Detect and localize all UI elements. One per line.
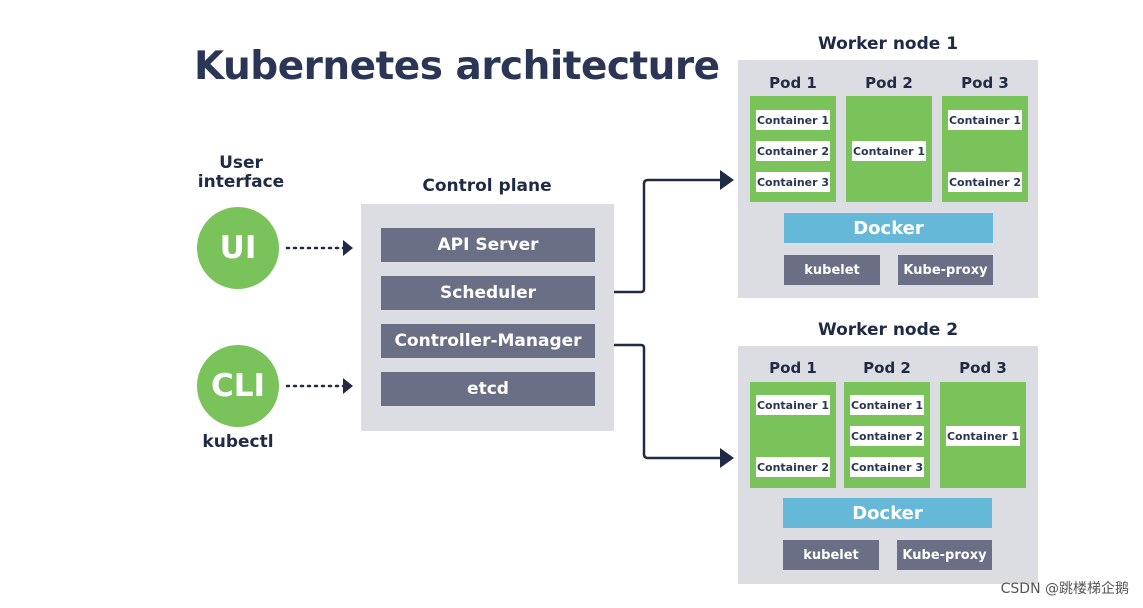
w2-pod3-container1: Container 1 [946, 426, 1020, 446]
w1-pod1-label: Pod 1 [769, 74, 817, 92]
etcd: etcd [381, 372, 595, 406]
w1-pod3-container1: Container 1 [948, 110, 1022, 130]
w2-docker: Docker [783, 498, 992, 528]
control-to-worker1-line [614, 178, 722, 294]
scheduler: Scheduler [381, 276, 595, 310]
w1-pod1-container3: Container 3 [756, 172, 830, 192]
control-to-worker2-line [614, 343, 722, 460]
w2-pod2-container2: Container 2 [850, 426, 924, 446]
w2-kube-proxy: Kube-proxy [897, 540, 992, 570]
cli-circle: CLI [197, 345, 279, 427]
w2-pod2-container1: Container 1 [850, 395, 924, 415]
w1-kubelet: kubelet [784, 255, 880, 285]
worker-node-1-label: Worker node 1 [817, 34, 959, 54]
w1-pod3-container2: Container 2 [948, 172, 1022, 192]
w2-pod1-label: Pod 1 [769, 359, 817, 377]
user-interface-label-line2: interface [197, 172, 285, 192]
ui-circle: UI [197, 207, 279, 289]
w1-pod2-label: Pod 2 [865, 74, 913, 92]
worker1-arrowhead [720, 170, 734, 190]
controller-manager: Controller-Manager [381, 324, 595, 358]
w1-pod2-container1: Container 1 [852, 141, 926, 161]
cli-caption: kubectl [202, 432, 274, 452]
w2-pod1-container1: Container 1 [756, 395, 830, 415]
w1-docker: Docker [784, 213, 993, 243]
w2-pod2-label: Pod 2 [863, 359, 911, 377]
worker-node-2-label: Worker node 2 [817, 320, 959, 340]
user-interface-label: User interface [196, 154, 286, 192]
api-server: API Server [381, 228, 595, 262]
w2-pod1-container2: Container 2 [756, 457, 830, 477]
w2-pod2-container3: Container 3 [850, 457, 924, 477]
page-title: Kubernetes architecture [194, 44, 720, 89]
user-interface-label-line1: User [219, 153, 263, 173]
w1-kube-proxy: Kube-proxy [898, 255, 993, 285]
ui-arrowhead [343, 240, 353, 256]
cli-arrowhead [343, 378, 353, 394]
worker2-arrowhead [720, 448, 734, 468]
w2-kubelet: kubelet [783, 540, 879, 570]
watermark-text: CSDN @跳楼梯企鹅 [1000, 581, 1129, 597]
w2-pod3-label: Pod 3 [959, 359, 1007, 377]
w1-pod1-container1: Container 1 [756, 110, 830, 130]
control-plane-label: Control plane [422, 176, 552, 196]
w1-pod1-container2: Container 2 [756, 141, 830, 161]
w1-pod3-label: Pod 3 [961, 74, 1009, 92]
